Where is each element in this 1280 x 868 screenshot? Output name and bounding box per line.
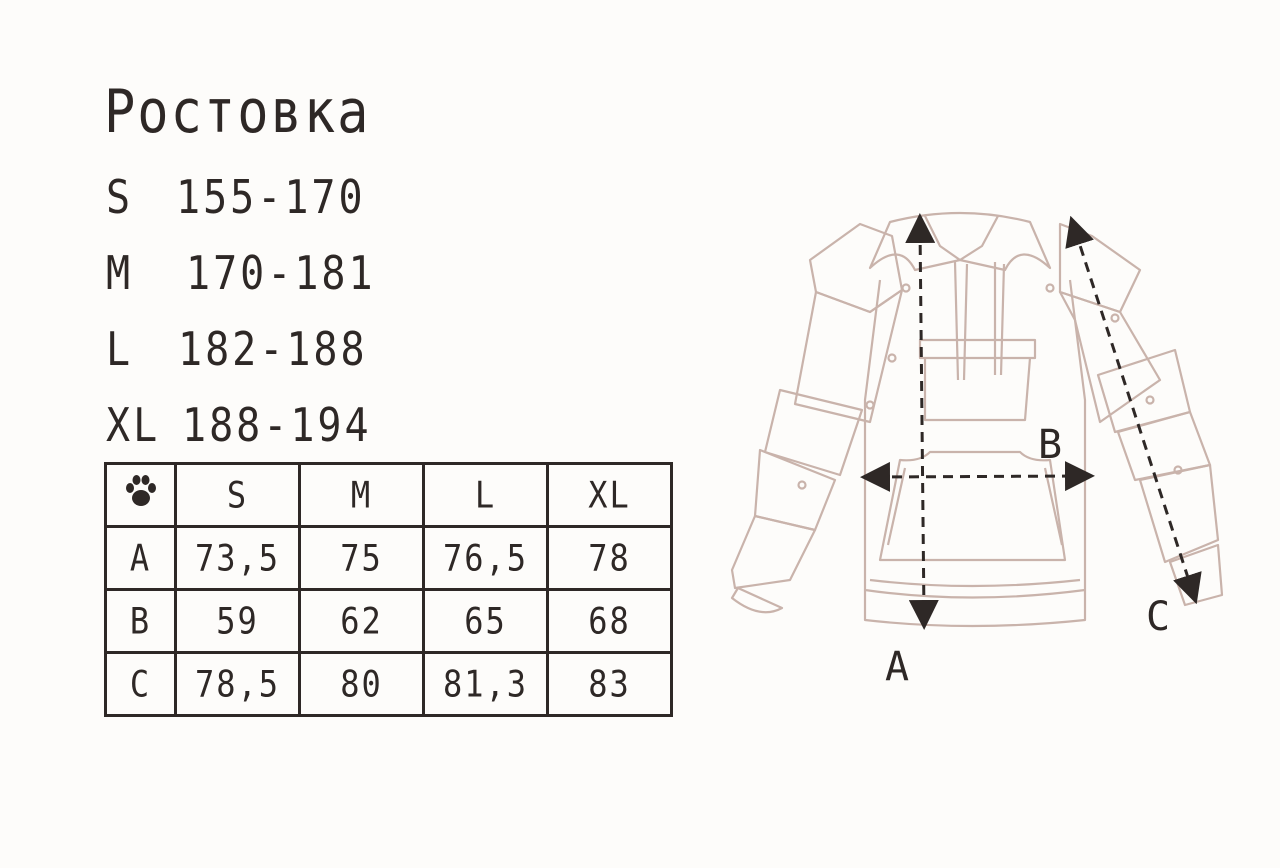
table-cell: 78 <box>546 525 673 591</box>
page-title: Ростовка <box>104 78 371 147</box>
table-cell: 81,3 <box>422 651 549 717</box>
height-range: 182-188 <box>178 323 368 377</box>
table-cell: 68 <box>546 588 673 654</box>
table-cell: 75 <box>298 525 425 591</box>
height-range: 170-181 <box>186 247 376 301</box>
measure-c-arrow <box>1065 215 1202 605</box>
table-cell: 78,5 <box>174 651 301 717</box>
height-list: S 155-170 M 170-181 L 182-188 XL 188-194 <box>106 160 376 464</box>
hoodie-outline <box>730 211 1224 628</box>
table-cell: 65 <box>422 588 549 654</box>
row-label: A <box>104 525 177 591</box>
row-label: C <box>104 651 177 717</box>
measurement-arrows <box>860 213 1202 630</box>
paw-icon <box>125 475 156 506</box>
table-cell: 76,5 <box>422 525 549 591</box>
measure-a-arrow <box>905 213 939 630</box>
table-cell: 59 <box>174 588 301 654</box>
table-cell: 83 <box>546 651 673 717</box>
measure-label-b: B <box>1038 422 1062 468</box>
table-row: B 59 62 65 68 <box>104 588 673 654</box>
table-corner <box>104 462 177 528</box>
height-size-label: XL <box>106 399 161 453</box>
table-row: C 78,5 80 81,3 83 <box>104 651 673 717</box>
column-header: L <box>422 462 549 528</box>
table-header-row: S M L XL <box>104 462 673 528</box>
height-row-l: L 182-188 <box>106 306 376 393</box>
table-cell: 73,5 <box>174 525 301 591</box>
height-row-s: S 155-170 <box>106 154 376 241</box>
row-label: B <box>104 588 177 654</box>
table-cell: 80 <box>298 651 425 717</box>
column-header: XL <box>546 462 673 528</box>
measure-b-arrow <box>860 461 1095 492</box>
hoodie-diagram: A B C <box>730 211 1224 690</box>
table-row: A 73,5 75 76,5 78 <box>104 525 673 591</box>
measure-label-c: C <box>1146 594 1170 640</box>
size-table: S M L XL A 73,5 75 76,5 78 B 59 62 65 68… <box>104 462 673 717</box>
column-header: S <box>174 462 301 528</box>
measure-label-a: A <box>885 644 909 690</box>
column-header: M <box>298 462 425 528</box>
height-size-label: L <box>106 323 134 377</box>
table-cell: 62 <box>298 588 425 654</box>
height-row-xl: XL 188-194 <box>106 382 376 469</box>
height-range: 188-194 <box>182 399 372 453</box>
height-row-m: M 170-181 <box>106 230 376 317</box>
height-size-label: S <box>106 171 134 225</box>
height-size-label: M <box>106 247 134 301</box>
height-range: 155-170 <box>176 171 366 225</box>
